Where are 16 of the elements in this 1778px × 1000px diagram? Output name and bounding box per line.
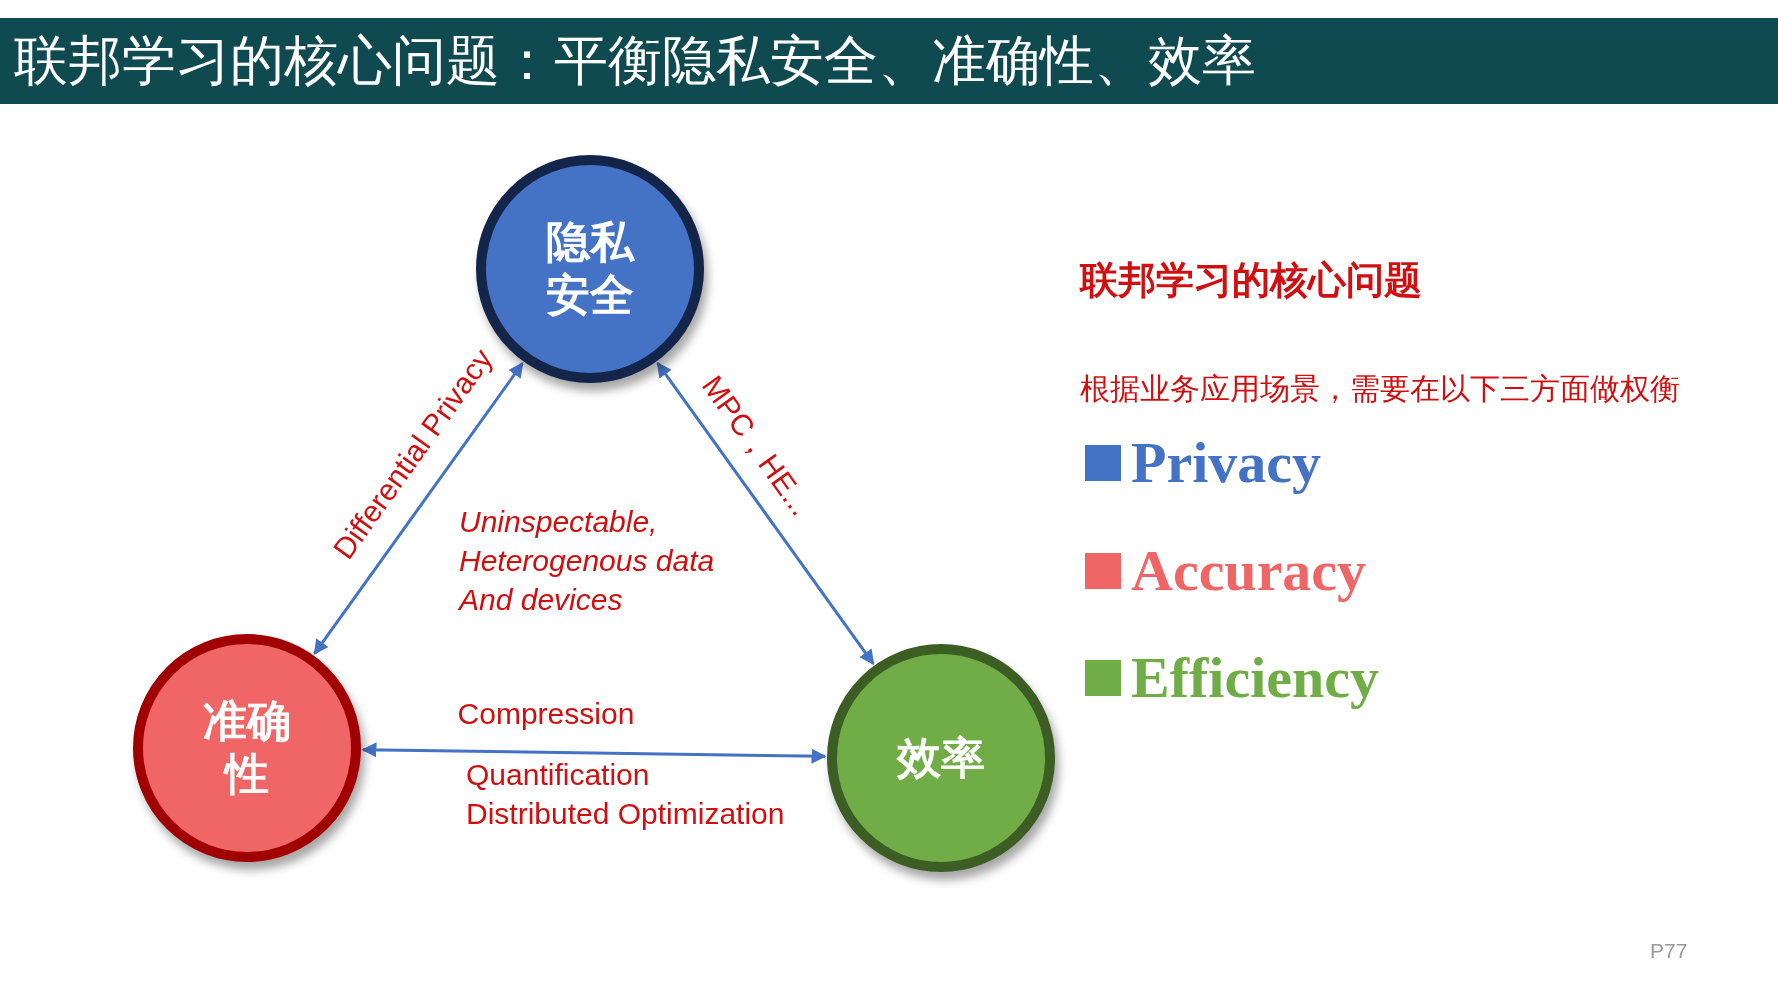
edge-label: Compression [457,697,635,732]
double-arrow [361,742,827,764]
page-number: P77 [1650,938,1688,964]
double-arrow [656,362,875,665]
circle-label: 准确性 [202,695,292,801]
circle-label: 效率 [895,731,986,785]
edge-note: Quantification Distributed Optimization [466,757,786,832]
legend-label: Accuracy [1131,537,1367,604]
center-note: Uninspectable, Heterogenous data And devices [459,504,716,618]
description-text: 根据业务应用场景，需要在以下三方面做权衡 [1080,370,1680,408]
legend-label: Privacy [1131,429,1322,496]
double-arrow [313,362,524,655]
legend-label: Efficiency [1131,644,1380,711]
slide-title: 联邦学习的核心问题：平衡隐私安全、准确性、效率 [14,27,1256,94]
section-heading: 联邦学习的核心问题 [1080,257,1422,304]
circle-label: 隐私安全 [545,216,636,322]
